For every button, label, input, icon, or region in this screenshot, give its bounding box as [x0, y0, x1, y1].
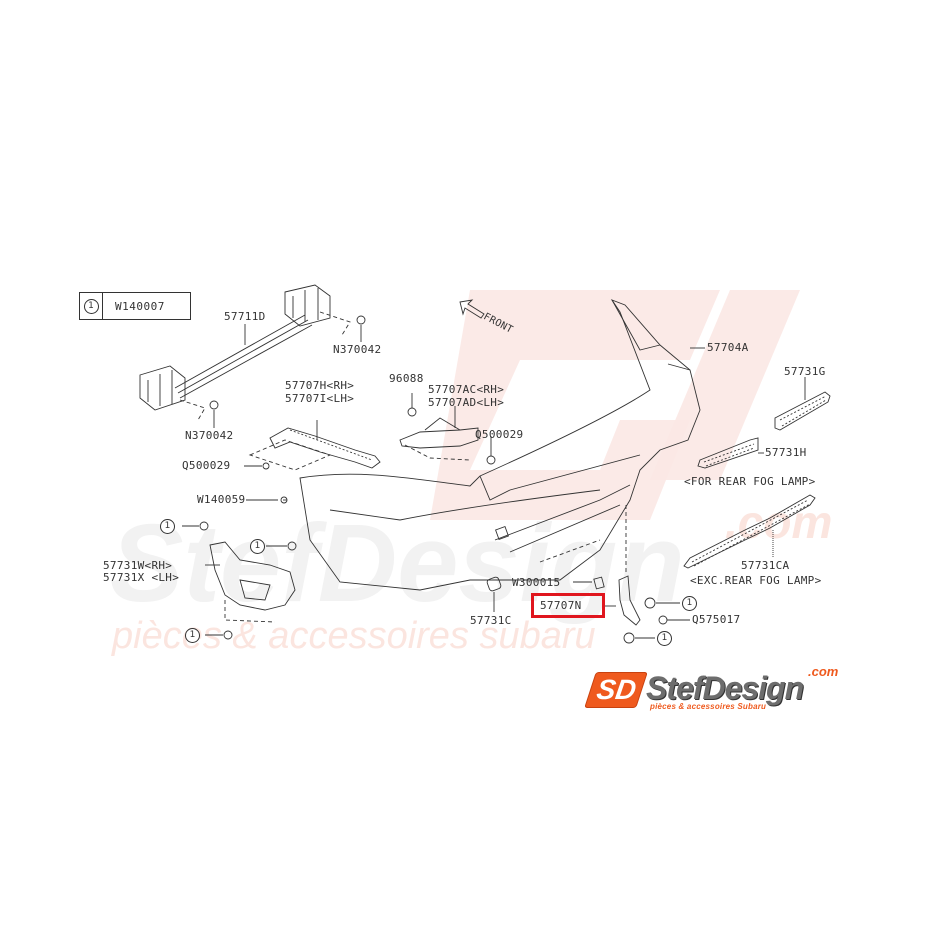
part-label-57707n[interactable]: 57707N	[540, 599, 582, 612]
side-bracket-drawing	[248, 420, 381, 471]
rear-beam-drawing	[139, 284, 366, 428]
logo-name: StefDesign	[646, 670, 804, 706]
highlighted-part-box	[531, 593, 605, 618]
watermark-com: .com	[725, 496, 833, 548]
part-label-q500029-right[interactable]: Q500029	[475, 428, 524, 441]
part-label-57704a[interactable]: 57704A	[707, 341, 749, 354]
part-label-n370042-upper[interactable]: N370042	[333, 343, 382, 356]
callout-symbol: 1	[682, 596, 697, 611]
part-label-w140059[interactable]: W140059	[197, 493, 246, 506]
callout-symbol: 1	[160, 519, 175, 534]
callout-symbol: 1	[250, 539, 265, 554]
grille-57731ca-drawing	[683, 494, 816, 569]
part-label-57731h[interactable]: 57731H	[765, 446, 807, 459]
exc-fog-lamp-note: <EXC.REAR FOG LAMP>	[690, 574, 822, 587]
part-label-q575017[interactable]: Q575017	[692, 613, 741, 626]
part-label-57731ca[interactable]: 57731CA	[741, 559, 790, 572]
part-label-n370042-lower[interactable]: N370042	[185, 429, 234, 442]
part-label-57707h[interactable]: 57707H<RH>	[285, 379, 355, 392]
logo-com: .com	[808, 664, 839, 679]
part-label-57711d[interactable]: 57711D	[224, 310, 266, 323]
grille-57731h-drawing	[697, 437, 764, 469]
stefdesign-logo[interactable]: SD StefDesign .com pièces & accessoires …	[584, 664, 848, 716]
part-label-57707i[interactable]: 57707I<LH>	[285, 392, 355, 405]
center-bracket-drawing	[399, 393, 496, 465]
bracket-57707n-drawing	[486, 575, 690, 644]
side-cover-drawing	[199, 496, 297, 640]
callout-symbol: 1	[657, 631, 672, 646]
callout-symbol: 1	[185, 628, 200, 643]
part-label-57731g[interactable]: 57731G	[784, 365, 826, 378]
fastener-legend: 1 W140007	[79, 292, 191, 320]
part-label-96088[interactable]: 96088	[389, 372, 424, 385]
legend-symbol: 1	[83, 298, 99, 314]
legend-part-number: W140007	[115, 299, 165, 313]
part-label-57731x[interactable]: 57731X <LH>	[103, 571, 180, 584]
part-label-57707ac[interactable]: 57707AC<RH>	[428, 383, 505, 396]
front-arrow-icon	[459, 299, 485, 319]
part-label-57731w[interactable]: 57731W<RH>	[103, 559, 173, 572]
part-label-q500029-left[interactable]: Q500029	[182, 459, 231, 472]
part-label-w300015[interactable]: W300015	[512, 576, 561, 589]
fog-lamp-note: <FOR REAR FOG LAMP>	[684, 475, 816, 488]
grille-57731g-drawing	[774, 377, 831, 431]
logo-mark-icon: SD	[584, 672, 648, 708]
bumper-face-drawing	[299, 299, 705, 591]
part-label-57731c[interactable]: 57731C	[470, 614, 512, 627]
logo-tagline: pièces & accessoires Subaru	[650, 702, 767, 711]
part-label-57707ad[interactable]: 57707AD<LH>	[428, 396, 505, 409]
